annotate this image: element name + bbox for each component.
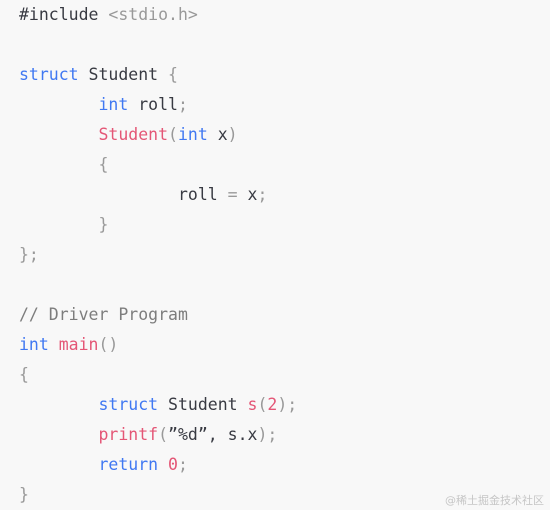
struct-keyword: struct xyxy=(98,395,159,414)
open-paren: ( xyxy=(257,395,268,414)
format-string: ”%d”, xyxy=(168,425,218,444)
close-paren: ) xyxy=(277,395,288,414)
semicolon: ; xyxy=(267,425,278,444)
constructor-name: Student xyxy=(98,125,169,144)
code-line-main: int main() xyxy=(19,333,118,357)
comment: // Driver Program xyxy=(19,305,188,324)
main-return-type: int xyxy=(19,335,49,354)
return-keyword: return xyxy=(98,455,159,474)
param-name: x xyxy=(217,125,228,144)
param-type: int xyxy=(177,125,208,144)
include-header: <stdio.h> xyxy=(108,5,198,24)
struct-open-brace: { xyxy=(168,65,178,84)
main-parens: () xyxy=(98,335,119,354)
semicolon: ; xyxy=(177,455,188,474)
main-close-brace: } xyxy=(19,485,29,504)
main-name: main xyxy=(58,335,99,354)
assign-op: = xyxy=(227,185,238,204)
ctor-open-brace: { xyxy=(98,155,109,174)
code-line-ctor-close: } xyxy=(19,213,108,237)
semicolon: ; xyxy=(287,395,298,414)
assign-target: roll xyxy=(177,185,218,204)
code-line-constructor: Student(int x) xyxy=(19,123,238,147)
code-line-include: #include <stdio.h> xyxy=(19,3,198,27)
close-paren: ) xyxy=(257,425,268,444)
include-directive: #include xyxy=(19,5,99,24)
code-line-member: int roll; xyxy=(19,93,188,117)
close-paren: ) xyxy=(227,125,238,144)
code-line-printf: printf(”%d”, s.x); xyxy=(19,423,277,447)
code-line-ctor-open: { xyxy=(19,153,108,177)
member-roll: roll xyxy=(138,95,178,114)
assign-value: x xyxy=(247,185,258,204)
arg-value: 2 xyxy=(267,395,278,414)
member-access: s.x xyxy=(227,425,258,444)
open-paren: ( xyxy=(168,125,178,144)
struct-end: }; xyxy=(19,245,39,264)
code-line-comment: // Driver Program xyxy=(19,303,188,327)
code-line-main-open: { xyxy=(19,363,29,387)
main-open-brace: { xyxy=(19,365,29,384)
printf-name: printf xyxy=(98,425,159,444)
ctor-close-brace: } xyxy=(98,215,109,234)
code-line-assignment: roll = x; xyxy=(19,183,267,207)
instance-type: Student xyxy=(168,395,238,414)
struct-keyword: struct xyxy=(19,65,79,84)
open-paren: ( xyxy=(158,425,169,444)
semicolon: ; xyxy=(257,185,268,204)
code-line-return: return 0; xyxy=(19,453,188,477)
watermark: @稀土掘金技术社区 xyxy=(445,494,544,507)
semicolon: ; xyxy=(177,95,188,114)
code-line-struct-decl: struct Student { xyxy=(19,63,178,87)
code-line-instance: struct Student s(2); xyxy=(19,393,297,417)
code-line-main-close: } xyxy=(19,483,29,507)
int-keyword: int xyxy=(98,95,129,114)
code-line-struct-end: }; xyxy=(19,243,39,267)
instance-name: s xyxy=(247,395,258,414)
return-value: 0 xyxy=(168,455,178,474)
struct-name: Student xyxy=(88,65,159,84)
